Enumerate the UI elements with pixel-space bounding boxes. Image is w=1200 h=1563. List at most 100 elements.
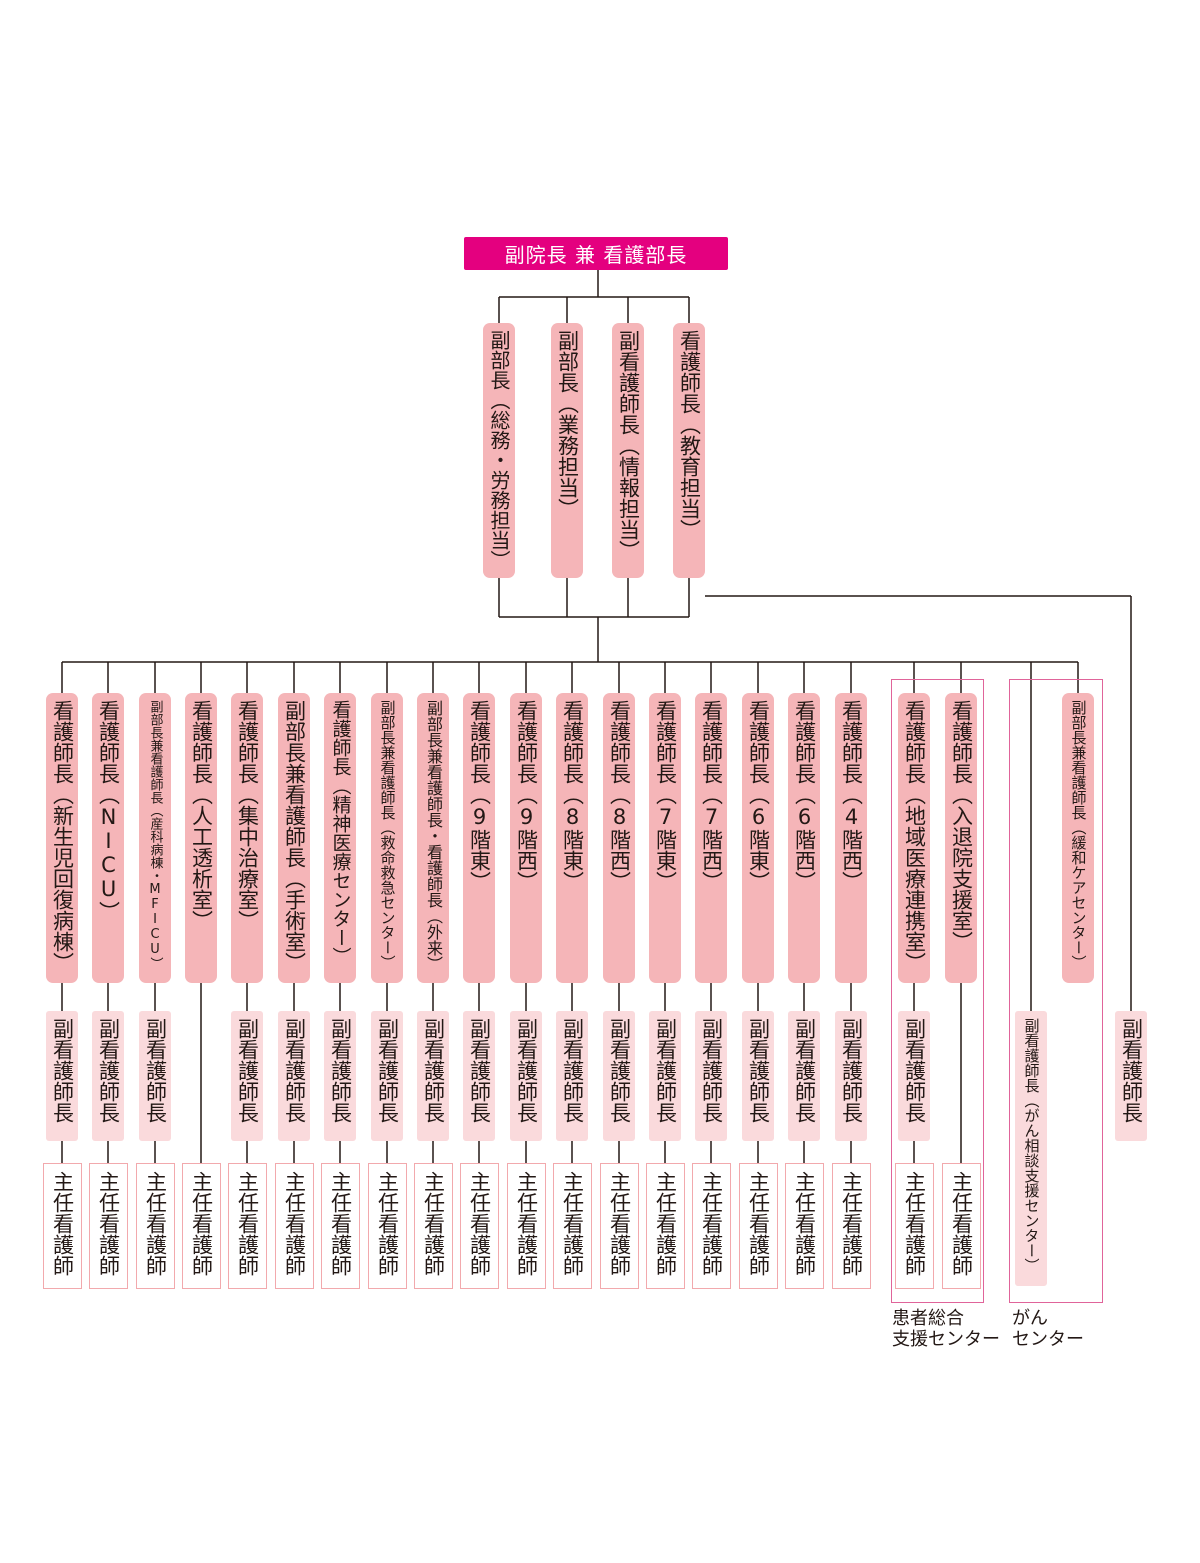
unit-chief-1: 主任看護師: [42, 1163, 82, 1289]
deputy-box-2: 副部長（業務担当）: [551, 323, 583, 578]
unit-head-13: 看護師長（8階西）: [603, 693, 635, 983]
unit-chief-10-label: 主任看護師: [467, 1171, 492, 1276]
unit-deputy-17: 副看護師長: [788, 1011, 820, 1141]
unit-head-6: 副部長兼看護師長（手術室）: [278, 693, 310, 983]
unit-head-4-label: 看護師長（人工透析室）: [189, 700, 214, 931]
unit-chief-9-label: 主任看護師: [421, 1171, 446, 1276]
cancer-consult-deputy: 副看護師長（がん相談支援センター）: [1015, 1011, 1047, 1286]
cancer-center-caption: がんセンター: [1012, 1308, 1084, 1350]
deputy-box-2-label: 副部長（業務担当）: [555, 330, 580, 519]
unit-deputy-6: 副看護師長: [278, 1011, 310, 1141]
unit-chief-3-label: 主任看護師: [143, 1171, 168, 1276]
unit-chief-14-label: 主任看護師: [653, 1171, 678, 1276]
unit-deputy-15: 副看護師長: [695, 1011, 727, 1141]
unit-chief-12-label: 主任看護師: [560, 1171, 585, 1276]
unit-head-2-label: 看護師長（NICU）: [96, 700, 121, 922]
unit-deputy-8: 副看護師長: [371, 1011, 403, 1141]
unit-head-20-label: 看護師長（入退院支援室）: [949, 700, 974, 952]
deputy-box-1: 副部長（総務・労務担当）: [483, 323, 515, 578]
unit-deputy-2-label: 副看護師長: [96, 1018, 121, 1123]
standalone-deputy: 副看護師長: [1115, 1011, 1147, 1141]
unit-head-18: 看護師長（4階西）: [835, 693, 867, 983]
palliative-care-head-label: 副部長兼看護師長（緩和ケアセンター）: [1069, 700, 1088, 970]
unit-deputy-5-label: 副看護師長: [235, 1018, 260, 1123]
unit-deputy-14-label: 副看護師長: [653, 1018, 678, 1123]
unit-chief-2-label: 主任看護師: [96, 1171, 121, 1276]
unit-chief-3: 主任看護師: [135, 1163, 175, 1289]
caption-line: センター: [1012, 1328, 1084, 1350]
deputy-box-3-label: 副看護師長（情報担当）: [616, 330, 641, 561]
unit-head-16-label: 看護師長（6階東）: [746, 700, 771, 892]
unit-chief-4: 主任看護師: [181, 1163, 221, 1289]
unit-deputy-7: 副看護師長: [324, 1011, 356, 1141]
unit-chief-15: 主任看護師: [691, 1163, 731, 1289]
unit-chief-16-label: 主任看護師: [746, 1171, 771, 1276]
unit-head-11-label: 看護師長（9階西）: [514, 700, 539, 892]
unit-chief-11-label: 主任看護師: [514, 1171, 539, 1276]
unit-deputy-5: 副看護師長: [231, 1011, 263, 1141]
unit-deputy-19: 副看護師長: [898, 1011, 930, 1141]
unit-deputy-10: 副看護師長: [463, 1011, 495, 1141]
unit-head-3: 副部長兼看護師長（産科病棟・MFICU）: [139, 693, 171, 983]
unit-chief-8: 主任看護師: [367, 1163, 407, 1289]
director-box: 副院長 兼 看護部長: [464, 237, 728, 270]
unit-chief-19: 主任看護師: [894, 1163, 934, 1289]
caption-line: 支援センター: [892, 1328, 1000, 1350]
unit-chief-16: 主任看護師: [738, 1163, 778, 1289]
unit-deputy-11-label: 副看護師長: [514, 1018, 539, 1123]
unit-deputy-10-label: 副看護師長: [467, 1018, 492, 1123]
unit-head-6-label: 副部長兼看護師長（手術室）: [282, 700, 307, 973]
caption-line: がん: [1012, 1308, 1048, 1329]
unit-head-14-label: 看護師長（7階東）: [653, 700, 678, 892]
unit-chief-9: 主任看護師: [413, 1163, 453, 1289]
cancer-center-frame: [1009, 679, 1103, 1303]
unit-chief-15-label: 主任看護師: [699, 1171, 724, 1276]
unit-deputy-1-label: 副看護師長: [50, 1018, 75, 1123]
unit-deputy-15-label: 副看護師長: [699, 1018, 724, 1123]
unit-head-9: 副部長兼看護師長・看護師長（外来）: [417, 693, 449, 983]
unit-chief-13-label: 主任看護師: [607, 1171, 632, 1276]
caption-text: がんセンター: [1012, 1308, 1084, 1350]
unit-head-12-label: 看護師長（8階東）: [560, 700, 585, 892]
unit-deputy-18-label: 副看護師長: [839, 1018, 864, 1123]
unit-head-4: 看護師長（人工透析室）: [185, 693, 217, 983]
palliative-care-head: 副部長兼看護師長（緩和ケアセンター）: [1062, 693, 1094, 983]
unit-head-9-label: 副部長兼看護師長・看護師長（外来）: [424, 700, 443, 972]
unit-chief-17: 主任看護師: [784, 1163, 824, 1289]
unit-head-17: 看護師長（6階西）: [788, 693, 820, 983]
unit-head-15: 看護師長（7階西）: [695, 693, 727, 983]
unit-head-10-label: 看護師長（9階東）: [467, 700, 492, 892]
unit-chief-10: 主任看護師: [459, 1163, 499, 1289]
unit-chief-20-label: 主任看護師: [949, 1171, 974, 1276]
standalone-deputy-label: 副看護師長: [1119, 1018, 1144, 1123]
unit-chief-13: 主任看護師: [599, 1163, 639, 1289]
unit-head-7-label: 看護師長（精神医療センター）: [329, 700, 352, 966]
unit-head-10: 看護師長（9階東）: [463, 693, 495, 983]
unit-deputy-13: 副看護師長: [603, 1011, 635, 1141]
unit-chief-5: 主任看護師: [227, 1163, 267, 1289]
patient-support-center-frame: [891, 679, 984, 1303]
unit-head-7: 看護師長（精神医療センター）: [324, 693, 356, 983]
unit-head-19-label: 看護師長（地域医療連携室）: [902, 700, 927, 973]
unit-deputy-3: 副看護師長: [139, 1011, 171, 1141]
caption-text: 患者総合支援センター: [892, 1308, 1000, 1350]
deputy-box-1-label: 副部長（総務・労務担当）: [487, 330, 511, 570]
unit-chief-1-label: 主任看護師: [50, 1171, 75, 1276]
unit-head-8-label: 副部長兼看護師長（救命救急センター）: [378, 700, 397, 970]
unit-head-11: 看護師長（9階西）: [510, 693, 542, 983]
unit-chief-18: 主任看護師: [831, 1163, 871, 1289]
unit-deputy-13-label: 副看護師長: [607, 1018, 632, 1123]
unit-head-19: 看護師長（地域医療連携室）: [898, 693, 930, 983]
unit-deputy-18: 副看護師長: [835, 1011, 867, 1141]
unit-deputy-7-label: 副看護師長: [328, 1018, 353, 1123]
unit-deputy-17-label: 副看護師長: [792, 1018, 817, 1123]
caption-line: 患者総合: [892, 1308, 964, 1329]
unit-chief-20: 主任看護師: [941, 1163, 981, 1289]
unit-head-14: 看護師長（7階東）: [649, 693, 681, 983]
unit-chief-5-label: 主任看護師: [235, 1171, 260, 1276]
unit-chief-6-label: 主任看護師: [282, 1171, 307, 1276]
unit-chief-7-label: 主任看護師: [328, 1171, 353, 1276]
unit-chief-17-label: 主任看護師: [792, 1171, 817, 1276]
unit-deputy-11: 副看護師長: [510, 1011, 542, 1141]
